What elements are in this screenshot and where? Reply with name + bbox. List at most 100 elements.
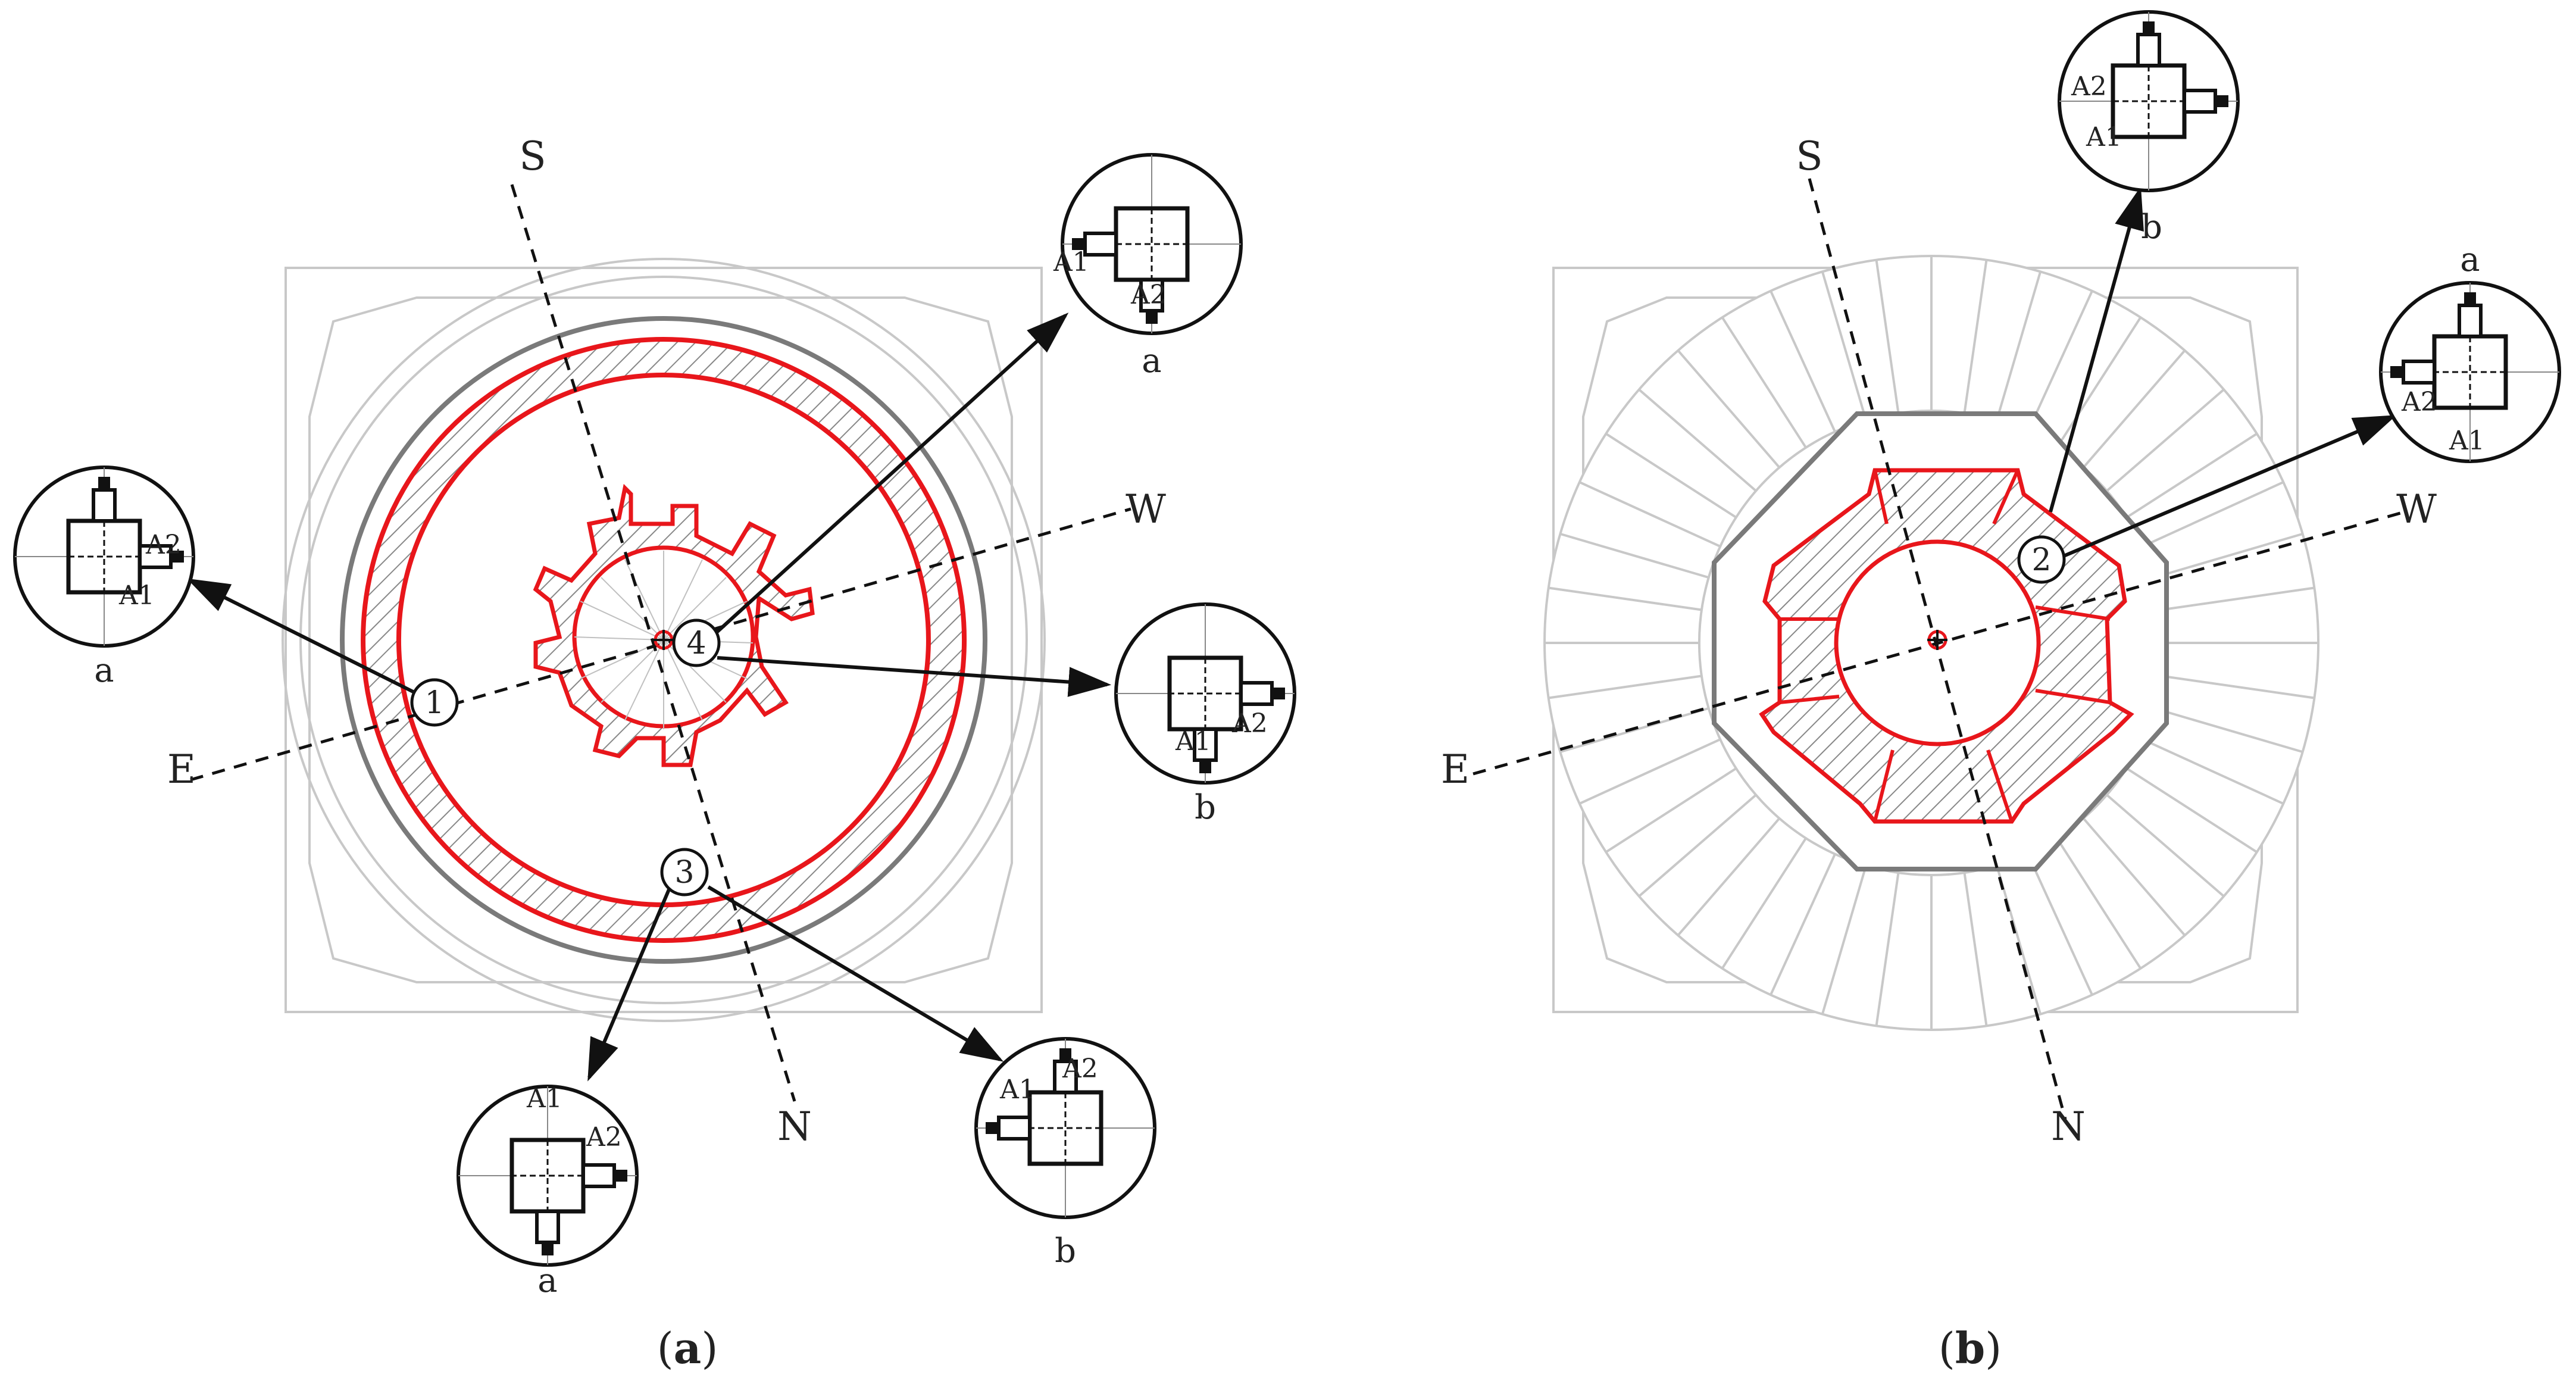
inset-a-bottom: A1 A2 a (458, 1083, 637, 1300)
svg-text:a: a (2460, 240, 2480, 279)
radial-block-divider (2126, 767, 2258, 854)
hatched-ring-section (361, 337, 967, 943)
axis-e-w-b (1473, 510, 2405, 776)
svg-text:3: 3 (674, 855, 694, 891)
radial-block-divider (1578, 481, 1721, 548)
radial-block-divider (2142, 738, 2284, 805)
radial-block-divider (1677, 349, 1781, 468)
radial-block-divider (1995, 271, 2042, 421)
axis-label-n: N (777, 1104, 812, 1149)
svg-text:A2: A2 (145, 530, 182, 560)
radial-block-divider (1875, 260, 1900, 414)
radial-block-divider (2161, 586, 2315, 611)
radial-block-divider (1995, 865, 2042, 1015)
radial-block-divider (1721, 838, 1807, 969)
svg-text:A1: A1 (118, 580, 155, 611)
radial-block-ring (1543, 255, 2320, 1031)
axis-label-e: E (167, 746, 196, 792)
point-2: 2 (2017, 535, 2066, 584)
inset-a-left: A2 A1 a (15, 467, 193, 690)
svg-text:A1: A1 (999, 1074, 1036, 1105)
radial-block-divider (1677, 817, 1781, 936)
radial-block-divider (1963, 260, 1988, 414)
svg-text:A1: A1 (2086, 122, 2122, 152)
inset-b-right: A1 A2 b (1116, 604, 1295, 827)
radial-block-divider (1638, 794, 1757, 898)
panel-a-background (282, 258, 1046, 1022)
axis-label-s: S (519, 133, 546, 179)
radial-block-divider (1605, 767, 1737, 854)
panel-a: S N E W 1 4 3 (15, 133, 1295, 1373)
radial-block-divider (2082, 349, 2186, 468)
radial-block-divider (1638, 388, 1757, 492)
point-4: 4 (672, 618, 721, 667)
leader-lines-b (2049, 186, 2397, 558)
radial-block-divider (2126, 432, 2258, 518)
axis-s-n (510, 184, 796, 1102)
radial-block-divider (2027, 853, 2093, 996)
caption-b: (b) (1939, 1323, 2002, 1373)
svg-text:A1: A1 (2449, 426, 2485, 456)
svg-text:b: b (1055, 1232, 1076, 1270)
svg-text:A2: A2 (586, 1122, 622, 1152)
radial-block-divider (2153, 707, 2303, 754)
radial-block-divider (2161, 674, 2315, 699)
radial-block-divider (2153, 532, 2303, 579)
radial-block-divider (2106, 794, 2225, 898)
svg-text:A2: A2 (2071, 71, 2107, 102)
svg-text:a: a (94, 651, 114, 690)
radial-block-divider (1770, 853, 1836, 996)
caption-a: (a) (657, 1323, 718, 1373)
radial-block-divider (1605, 432, 1737, 518)
panel-b: S N E W 2 A2 A1 b A2 A1 a (1441, 12, 2559, 1373)
svg-text:b: b (1195, 788, 1216, 827)
axis-label-w: W (1126, 486, 1166, 532)
inset-b-bottom-right: A1 A2 b (976, 1039, 1155, 1270)
svg-text:a: a (1142, 342, 1161, 380)
radial-block-divider (2056, 317, 2142, 448)
outer-grey-ring (340, 316, 987, 964)
radial-block-divider (2056, 838, 2142, 969)
inner-gear-section (533, 483, 815, 767)
center-mark (654, 630, 674, 650)
radial-block-divider (1559, 707, 1709, 754)
axis-label-e-b: E (1441, 746, 1470, 792)
point-1: 1 (410, 678, 459, 727)
svg-text:4: 4 (686, 626, 706, 661)
svg-text:A2: A2 (1130, 280, 1167, 310)
radial-block-divider (1578, 738, 1721, 805)
leader-lines (186, 313, 1112, 1082)
inset-a-top-right: A1 A2 a (1053, 155, 1241, 380)
axis-e-w (190, 507, 1131, 782)
svg-text:A1: A1 (1175, 726, 1211, 757)
svg-text:A1: A1 (526, 1083, 562, 1114)
radial-block-divider (2082, 817, 2186, 936)
radial-block-divider (1821, 271, 1868, 421)
axis-label-w-b: W (2396, 486, 2437, 532)
svg-text:A2: A2 (1062, 1054, 1098, 1084)
svg-text:A1: A1 (1053, 247, 1089, 277)
radial-block-divider (1821, 865, 1868, 1015)
svg-text:A2: A2 (1231, 708, 1268, 739)
radial-block-divider (2027, 290, 2093, 433)
radial-block-divider (1721, 317, 1807, 448)
inset-a-right-b: A2 A1 a (2381, 240, 2559, 461)
point-3: 3 (660, 848, 709, 896)
center-mark-b (1927, 630, 1947, 650)
axis-label-n-b: N (2051, 1104, 2086, 1149)
radial-block-divider (1559, 532, 1709, 579)
svg-text:b: b (2141, 208, 2162, 246)
axis-label-s-b: S (1796, 133, 1822, 179)
svg-text:2: 2 (2031, 542, 2051, 578)
radial-block-divider (1548, 674, 1702, 699)
radial-block-divider (1875, 872, 1900, 1026)
svg-text:1: 1 (424, 685, 444, 721)
svg-text:a: a (537, 1261, 557, 1300)
radial-block-divider (2142, 481, 2284, 548)
radial-block-divider (1548, 586, 1702, 611)
svg-text:A2: A2 (2401, 387, 2437, 417)
radial-block-divider (1963, 872, 1988, 1026)
inset-b-top: A2 A1 b (2059, 12, 2238, 246)
radial-block-divider (1770, 290, 1836, 433)
